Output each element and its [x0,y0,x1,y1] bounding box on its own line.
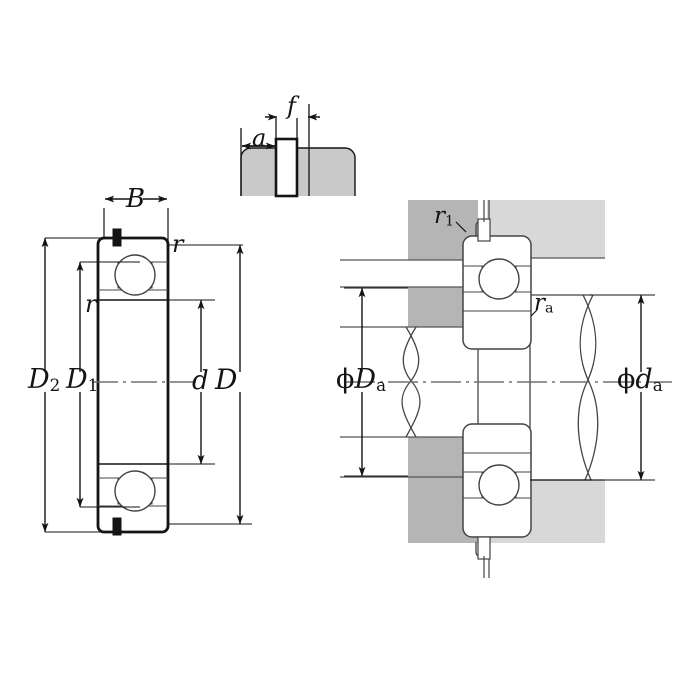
detail-body-right [297,148,355,196]
lower-raceway-group [98,470,168,512]
label-phi-da-sub: a [652,375,663,395]
detail-groove-land [274,137,299,198]
label-phi-da: ϕda [617,366,663,394]
ra-leader [530,309,538,317]
upper-ball [114,254,156,296]
label-r-top: r [172,230,184,258]
mount-upper-ball [478,258,520,300]
shaft-break-right [577,294,597,481]
label-D-outer: D [215,363,238,396]
label-ra-main: r [534,290,545,316]
label-D1-sub: 1 [87,375,99,395]
label-D2: D2 [28,366,60,394]
snap-ring-groove-top [112,228,122,247]
mounting-arrangement-view [340,200,672,578]
label-phi-da-phi: ϕ [617,364,636,395]
label-r1-main: r [434,203,445,229]
detail-body-right-outline [297,147,356,196]
label-phi-Da-main: D [354,364,377,395]
detail-body-left [241,148,276,196]
left-bearing-section [41,195,252,536]
label-phi-Da-phi: ϕ [336,364,355,395]
shaft-break-left [579,294,599,481]
label-D1: D1 [66,366,98,394]
label-ra-sub: a [545,300,554,317]
label-a: a [252,124,267,152]
label-phi-Da-sub: a [376,375,387,395]
label-D2-main: D [28,364,50,395]
label-d-bore: d [192,366,209,396]
label-r1: r1 [434,205,454,229]
label-D2-sub: 2 [49,375,61,395]
bearing-outer-profile [96,236,170,534]
detail-view-groove [240,104,356,198]
r1-leader [455,221,467,233]
snap-ring-upper-block [477,218,491,242]
label-ra: ra [534,292,554,316]
label-r1-sub: 1 [445,213,455,230]
label-phi-Da: ϕDa [336,366,386,394]
mount-lower-ball [478,464,520,506]
label-B: B [126,184,146,214]
snap-ring-groove-bottom [112,517,122,536]
label-D1-main: D [66,364,88,395]
label-f: f [287,92,296,120]
label-r-left: r [85,290,97,318]
lower-ball [114,470,156,512]
label-phi-da-main: d [635,364,653,395]
snap-ring-lower-block [477,536,491,560]
